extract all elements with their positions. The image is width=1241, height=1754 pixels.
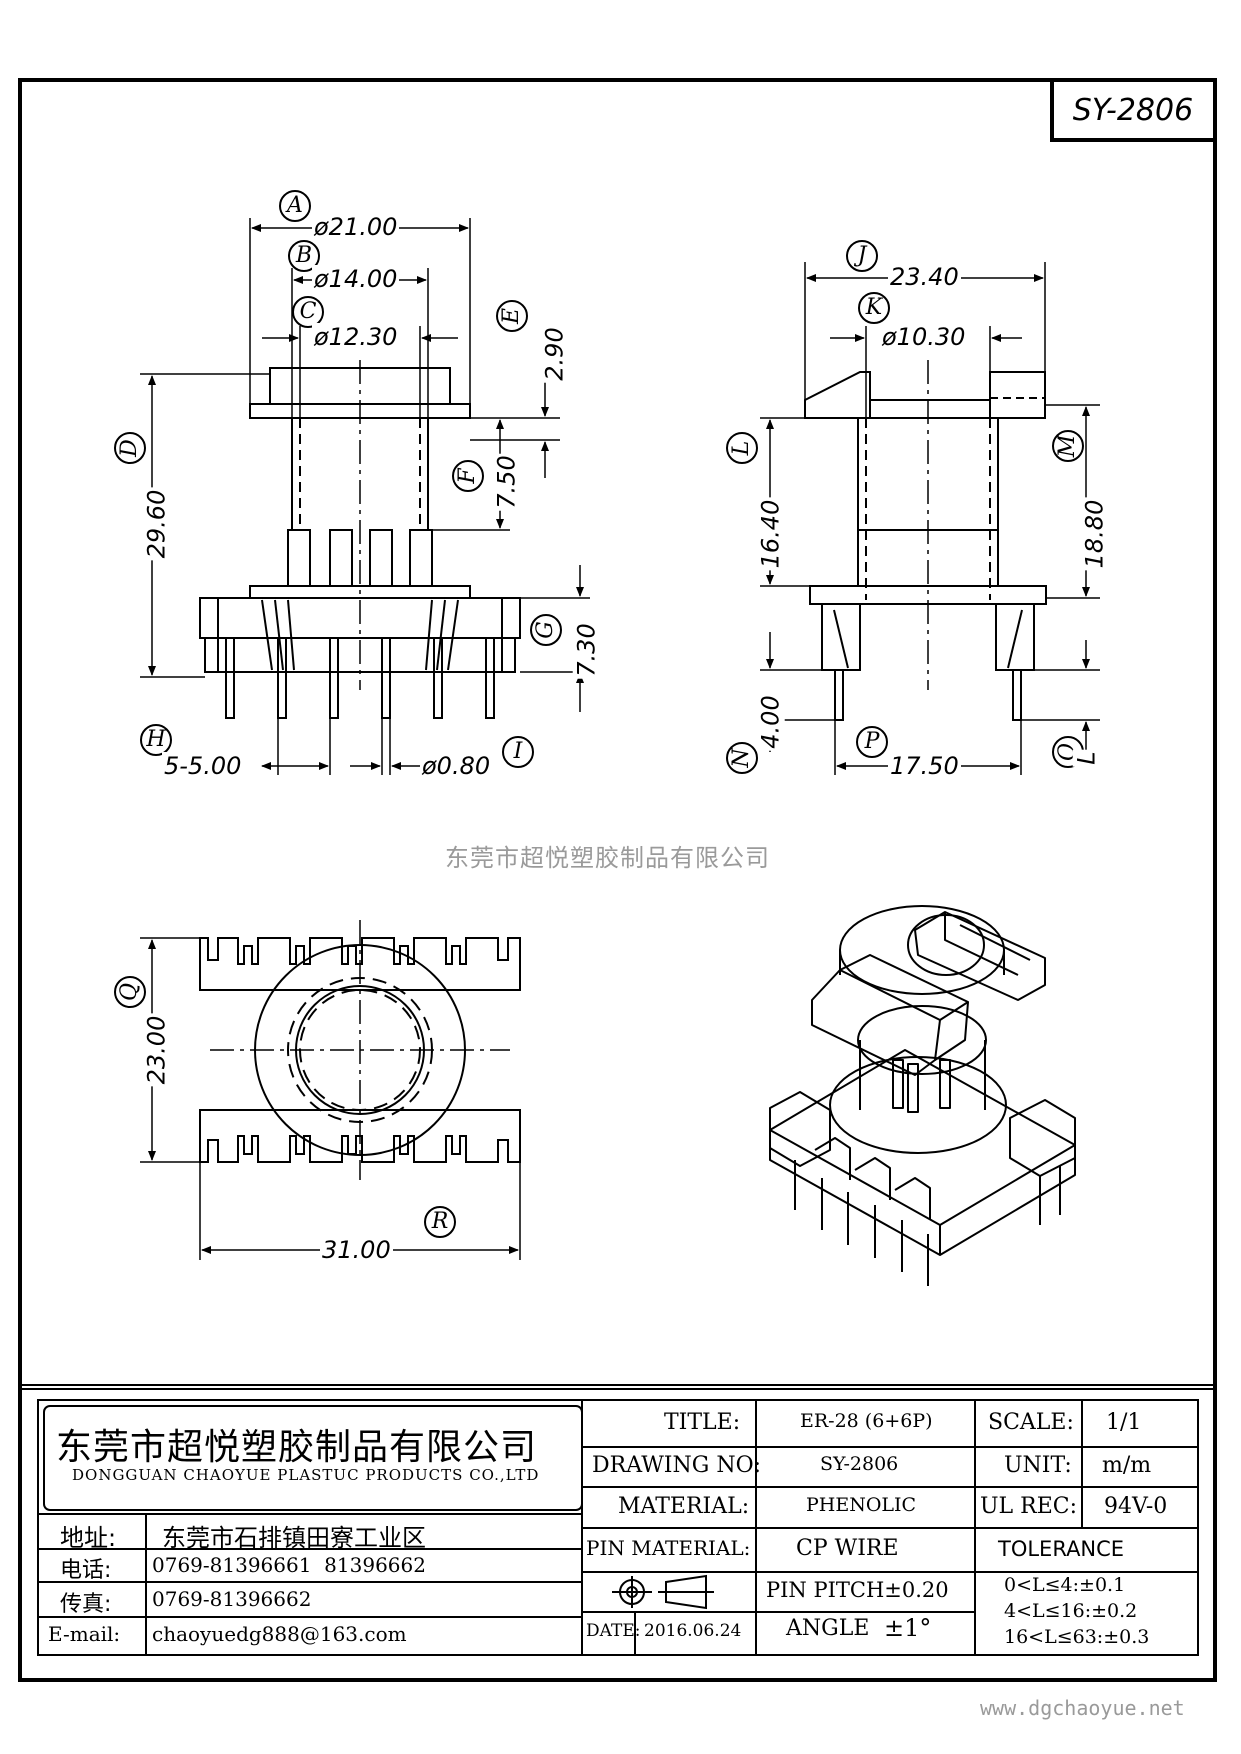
tolerance-row-3: 16<L≤63:±0.3 [1004, 1626, 1150, 1648]
drawing-no-value: SY-2806 [820, 1453, 899, 1475]
dim-value-r: 31.00 [320, 1236, 393, 1264]
dim-value-k: ø10.30 [880, 323, 968, 351]
material-label: MATERIAL: [618, 1494, 750, 1519]
website-text[interactable]: www.dgchaoyue.net [980, 1696, 1185, 1720]
part-number: SY-2806 [1073, 93, 1193, 128]
dim-value-a: ø21.00 [312, 213, 400, 241]
fax-value: 0769-81396662 [152, 1587, 312, 1611]
dim-label-m: M [1052, 430, 1084, 462]
projection-symbol-icon [612, 1574, 714, 1610]
dim-value-j: 23.40 [888, 263, 961, 291]
unit-value: m/m [1102, 1453, 1152, 1478]
angle-value: ±1° [884, 1614, 932, 1642]
phone-value: 0769-81396661 81396662 [152, 1553, 426, 1577]
unit-label: UNIT: [1004, 1453, 1072, 1478]
dim-label-c: C [292, 296, 324, 328]
dim-value-e: 2.90 [540, 325, 569, 383]
dim-label-j: J [846, 240, 878, 272]
address-label: 地址: [60, 1524, 117, 1552]
address-value: 东莞市石排镇田寮工业区 [162, 1524, 426, 1552]
dim-label-n: N [726, 742, 758, 774]
pin-pitch: PIN PITCH±0.20 [766, 1578, 949, 1602]
title-value: ER-28 (6+6P) [800, 1410, 933, 1432]
drawing-no-label: DRAWING NO: [592, 1453, 762, 1478]
ul-value: 94V-0 [1104, 1494, 1168, 1519]
tolerance-label: TOLERANCE [998, 1537, 1125, 1561]
scale-value: 1/1 [1106, 1410, 1142, 1435]
tolerance-row-1: 0<L≤4:±0.1 [1004, 1574, 1126, 1596]
dim-value-g: 7.30 [572, 621, 601, 679]
dim-value-q: 23.00 [142, 1013, 171, 1087]
top-view-dimensions [140, 937, 521, 1260]
company-name-en: DONGGUAN CHAOYUE PLASTUC PRODUCTS CO.,LT… [72, 1466, 540, 1484]
pin-material-label: PIN MATERIAL: [586, 1536, 751, 1560]
dim-label-q: Q [114, 976, 146, 1008]
dim-value-d: 29.60 [142, 487, 171, 561]
drawing-frame [18, 78, 1217, 1682]
tolerance-row-2: 4<L≤16:±0.2 [1004, 1600, 1138, 1622]
material-value: PHENOLIC [806, 1494, 917, 1516]
front-view-dimensions [140, 218, 590, 775]
dim-value-p: 17.50 [888, 752, 961, 780]
dim-label-g: G [530, 614, 562, 646]
dim-value-b: ø14.00 [312, 265, 400, 293]
ul-label: UL REC: [980, 1494, 1078, 1519]
email-label: E-mail: [48, 1622, 121, 1646]
pin-material-value: CP WIRE [796, 1536, 899, 1561]
dim-label-k: K [858, 292, 890, 324]
dim-value-c: ø12.30 [312, 323, 400, 351]
dim-value-m: 18.80 [1080, 497, 1109, 571]
dim-label-l: L [726, 432, 758, 464]
scale-label: SCALE: [988, 1410, 1074, 1435]
dim-label-i: I [502, 736, 534, 768]
fax-label: 传真: [60, 1592, 112, 1617]
dim-label-f: F [452, 460, 484, 492]
date-value: 2016.06.24 [644, 1621, 742, 1641]
watermark-text: 东莞市超悦塑胶制品有限公司 [445, 844, 770, 872]
dim-value-i: ø0.80 [420, 752, 493, 780]
part-number-box: SY-2806 [1050, 78, 1217, 142]
dim-value-f: 7.50 [492, 453, 521, 511]
title-block-grid [19, 1384, 1216, 1656]
dim-value-l: 16.40 [756, 497, 785, 571]
dim-label-d: D [114, 432, 146, 464]
top-view [199, 920, 521, 1180]
dim-label-b: B [288, 240, 320, 272]
dim-value-h: 5-5.00 [162, 752, 244, 780]
title-label: TITLE: [664, 1410, 741, 1435]
angle-label: ANGLE [786, 1616, 870, 1641]
dim-value-o: L [1072, 749, 1101, 767]
company-name-cn: 东莞市超悦塑胶制品有限公司 [56, 1427, 538, 1468]
phone-label: 电话: [60, 1558, 112, 1583]
dim-label-e: E [496, 300, 528, 332]
side-view [804, 360, 1047, 721]
front-view [199, 360, 521, 719]
isometric-view [769, 905, 1076, 1286]
dim-label-h: H [140, 724, 172, 756]
dim-value-n: 4.00 [756, 693, 785, 751]
dim-label-a: A [279, 190, 311, 222]
dim-label-p: P [856, 726, 888, 758]
dim-label-r: R [424, 1206, 456, 1238]
email-value: chaoyuedg888@163.com [152, 1622, 407, 1646]
date-label: DATE: [586, 1621, 641, 1641]
